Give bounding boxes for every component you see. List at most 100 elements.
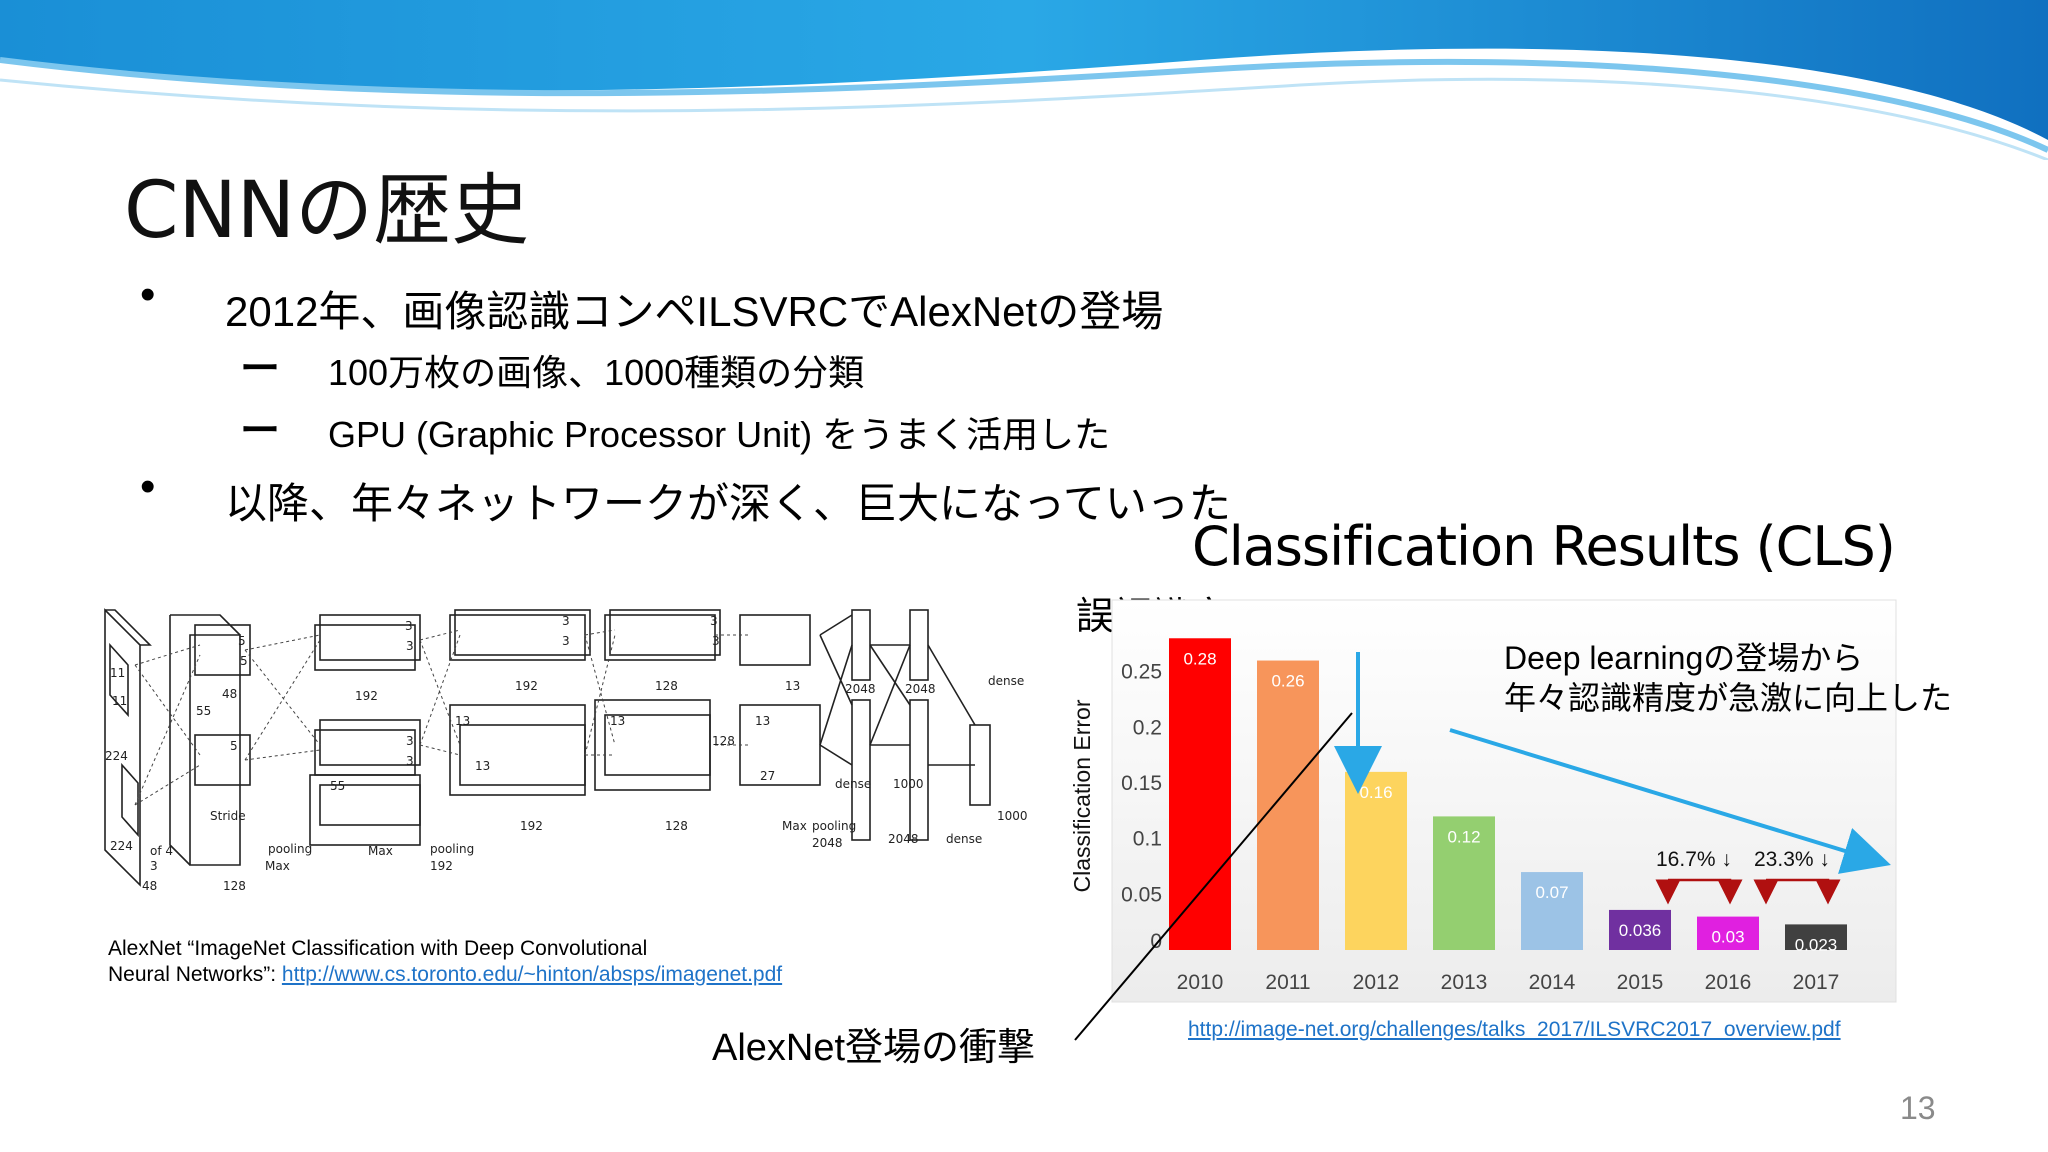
diagram-label: 55 xyxy=(330,779,345,793)
diagram-label: 192 xyxy=(355,689,378,703)
diagram-label: 128 xyxy=(665,819,688,833)
bullet-deeper-networks: 以降、年々ネットワークが深く、巨大になっていった xyxy=(225,480,1231,527)
diagram-label: Stride xyxy=(210,809,246,823)
diagram-label: 192 xyxy=(515,679,538,693)
x-tick-label: 2012 xyxy=(1353,971,1400,994)
diagram-label: pooling xyxy=(268,842,312,856)
diagram-label: 2048 xyxy=(905,682,936,696)
bar-2011 xyxy=(1257,660,1319,950)
diagram-label: 128 xyxy=(655,679,678,693)
diagram-label: 192 xyxy=(430,859,453,873)
diagram-label: 13 xyxy=(455,714,470,728)
alexnet-reference-line2: Neural Networks”: xyxy=(108,963,282,986)
header-wave-decoration xyxy=(0,0,2048,160)
x-tick-label: 2013 xyxy=(1441,971,1488,994)
diagram-label: of 4 xyxy=(150,844,173,858)
diagram-label: 48 xyxy=(222,687,237,701)
imagenet-overview-link[interactable]: http://image-net.org/challenges/talks_20… xyxy=(1188,1018,1841,1041)
bar-value-label: 0.023 xyxy=(1795,935,1838,954)
imagenet-reference: http://image-net.org/challenges/talks_20… xyxy=(1188,1018,1841,1042)
diagram-label: 224 xyxy=(110,839,133,853)
y-tick-label: 0.25 xyxy=(1121,661,1162,684)
subbullet-marker: ー xyxy=(240,409,280,453)
page-number: 13 xyxy=(1900,1090,1936,1126)
deep-learning-note-line2: 年々認識精度が急激に向上した xyxy=(1504,680,1953,716)
chart-y-axis-label: Classification Error xyxy=(1069,699,1095,892)
y-tick-label: 0.2 xyxy=(1133,716,1162,739)
diagram-label: 11 xyxy=(112,694,127,708)
diagram-label: 3 xyxy=(562,614,570,628)
diagram-label: 128 xyxy=(712,734,735,748)
chart-heading: Classification Results (CLS) xyxy=(1192,515,1896,578)
diagram-label: 3 xyxy=(406,639,414,653)
x-tick-label: 2010 xyxy=(1177,971,1224,994)
y-tick-label: 0.15 xyxy=(1121,772,1162,795)
subbullet-marker: ー xyxy=(240,347,280,391)
diagram-label: 13 xyxy=(610,714,625,728)
diagram-label: 1000 xyxy=(997,809,1028,823)
diagram-label: 3 xyxy=(405,619,413,633)
diagram-label: 2048 xyxy=(845,682,876,696)
diagram-label: 5 xyxy=(230,739,238,753)
diagram-label: 3 xyxy=(406,754,414,768)
deep-learning-note-line1: Deep learningの登場から xyxy=(1504,640,1864,676)
diagram-label: 3 xyxy=(562,634,570,648)
x-tick-label: 2017 xyxy=(1793,971,1840,994)
diagram-label: 5 xyxy=(238,634,246,648)
diagram-label: 3 xyxy=(710,614,718,628)
y-tick-label: 0.1 xyxy=(1133,828,1162,851)
bullet-alexnet: 2012年、画像認識コンペILSVRCでAlexNetの登場 xyxy=(225,288,1164,335)
deep-learning-note: Deep learningの登場から 年々認識精度が急激に向上した xyxy=(1504,638,1952,718)
diagram-label: dense xyxy=(988,674,1024,688)
diagram-label: Max xyxy=(265,859,290,873)
diagram-label: 3 xyxy=(150,859,158,873)
y-tick-label: 0.05 xyxy=(1121,883,1162,906)
diagram-label: 13 xyxy=(475,759,490,773)
bar-value-label: 0.12 xyxy=(1447,827,1480,846)
diagram-label: 27 xyxy=(760,769,775,783)
diagram-label: 224 xyxy=(105,749,128,763)
diagram-label: Max xyxy=(782,819,807,833)
diagram-label: 2048 xyxy=(812,836,843,850)
bar-2015 xyxy=(1609,909,1671,950)
diagram-label: 3 xyxy=(406,734,414,748)
diagram-label: Max xyxy=(368,844,393,858)
diagram-label: pooling xyxy=(430,842,474,856)
x-tick-label: 2014 xyxy=(1529,971,1576,994)
diagram-label: 13 xyxy=(755,714,770,728)
bar-2016 xyxy=(1697,916,1759,950)
bar-value-label: 0.16 xyxy=(1359,783,1392,802)
alexnet-paper-link[interactable]: http://www.cs.toronto.edu/~hinton/absps/… xyxy=(281,963,783,986)
diagram-label: 11 xyxy=(110,666,125,680)
bar-value-label: 0.07 xyxy=(1535,883,1568,902)
subbullet-dataset: 100万枚の画像、1000種類の分類 xyxy=(328,352,865,393)
alexnet-reference-line1: AlexNet “ImageNet Classification with De… xyxy=(108,937,648,960)
bar-value-label: 0.036 xyxy=(1619,921,1662,940)
y-tick-label: 0 xyxy=(1150,930,1162,953)
diagram-label: 3 xyxy=(712,634,720,648)
bar-2014 xyxy=(1521,872,1583,950)
diagram-label: dense xyxy=(946,832,982,846)
slide-title: CNNの歴史 xyxy=(124,166,530,256)
bar-2017 xyxy=(1785,924,1847,950)
alexnet-reference: AlexNet “ImageNet Classification with De… xyxy=(108,936,782,988)
diagram-label: pooling xyxy=(812,819,856,833)
bar-value-label: 0.03 xyxy=(1711,928,1744,947)
bullet-marker: • xyxy=(140,270,156,319)
diagram-label: 192 xyxy=(520,819,543,833)
diagram-label: 5 xyxy=(240,654,248,668)
alexnet-architecture-diagram: 11 11 224 224 5 5 48 55 5 3 3 3 3 3 3 3 … xyxy=(104,608,1028,893)
diagram-label: 1000 xyxy=(893,777,924,791)
diagram-label: dense xyxy=(835,777,871,791)
diagram-label: 55 xyxy=(196,704,211,718)
x-tick-label: 2011 xyxy=(1265,971,1310,994)
diagram-label: 128 xyxy=(223,879,246,893)
bar-value-label: 0.28 xyxy=(1183,649,1216,668)
diagram-label: 13 xyxy=(785,679,800,693)
bullet-marker: • xyxy=(140,462,156,511)
bar-2010 xyxy=(1169,638,1231,950)
diagram-label: 2048 xyxy=(888,832,919,846)
x-tick-label: 2016 xyxy=(1705,971,1752,994)
x-tick-label: 2015 xyxy=(1617,971,1664,994)
alexnet-impact-label: AlexNet登場の衝撃 xyxy=(712,1027,1036,1069)
